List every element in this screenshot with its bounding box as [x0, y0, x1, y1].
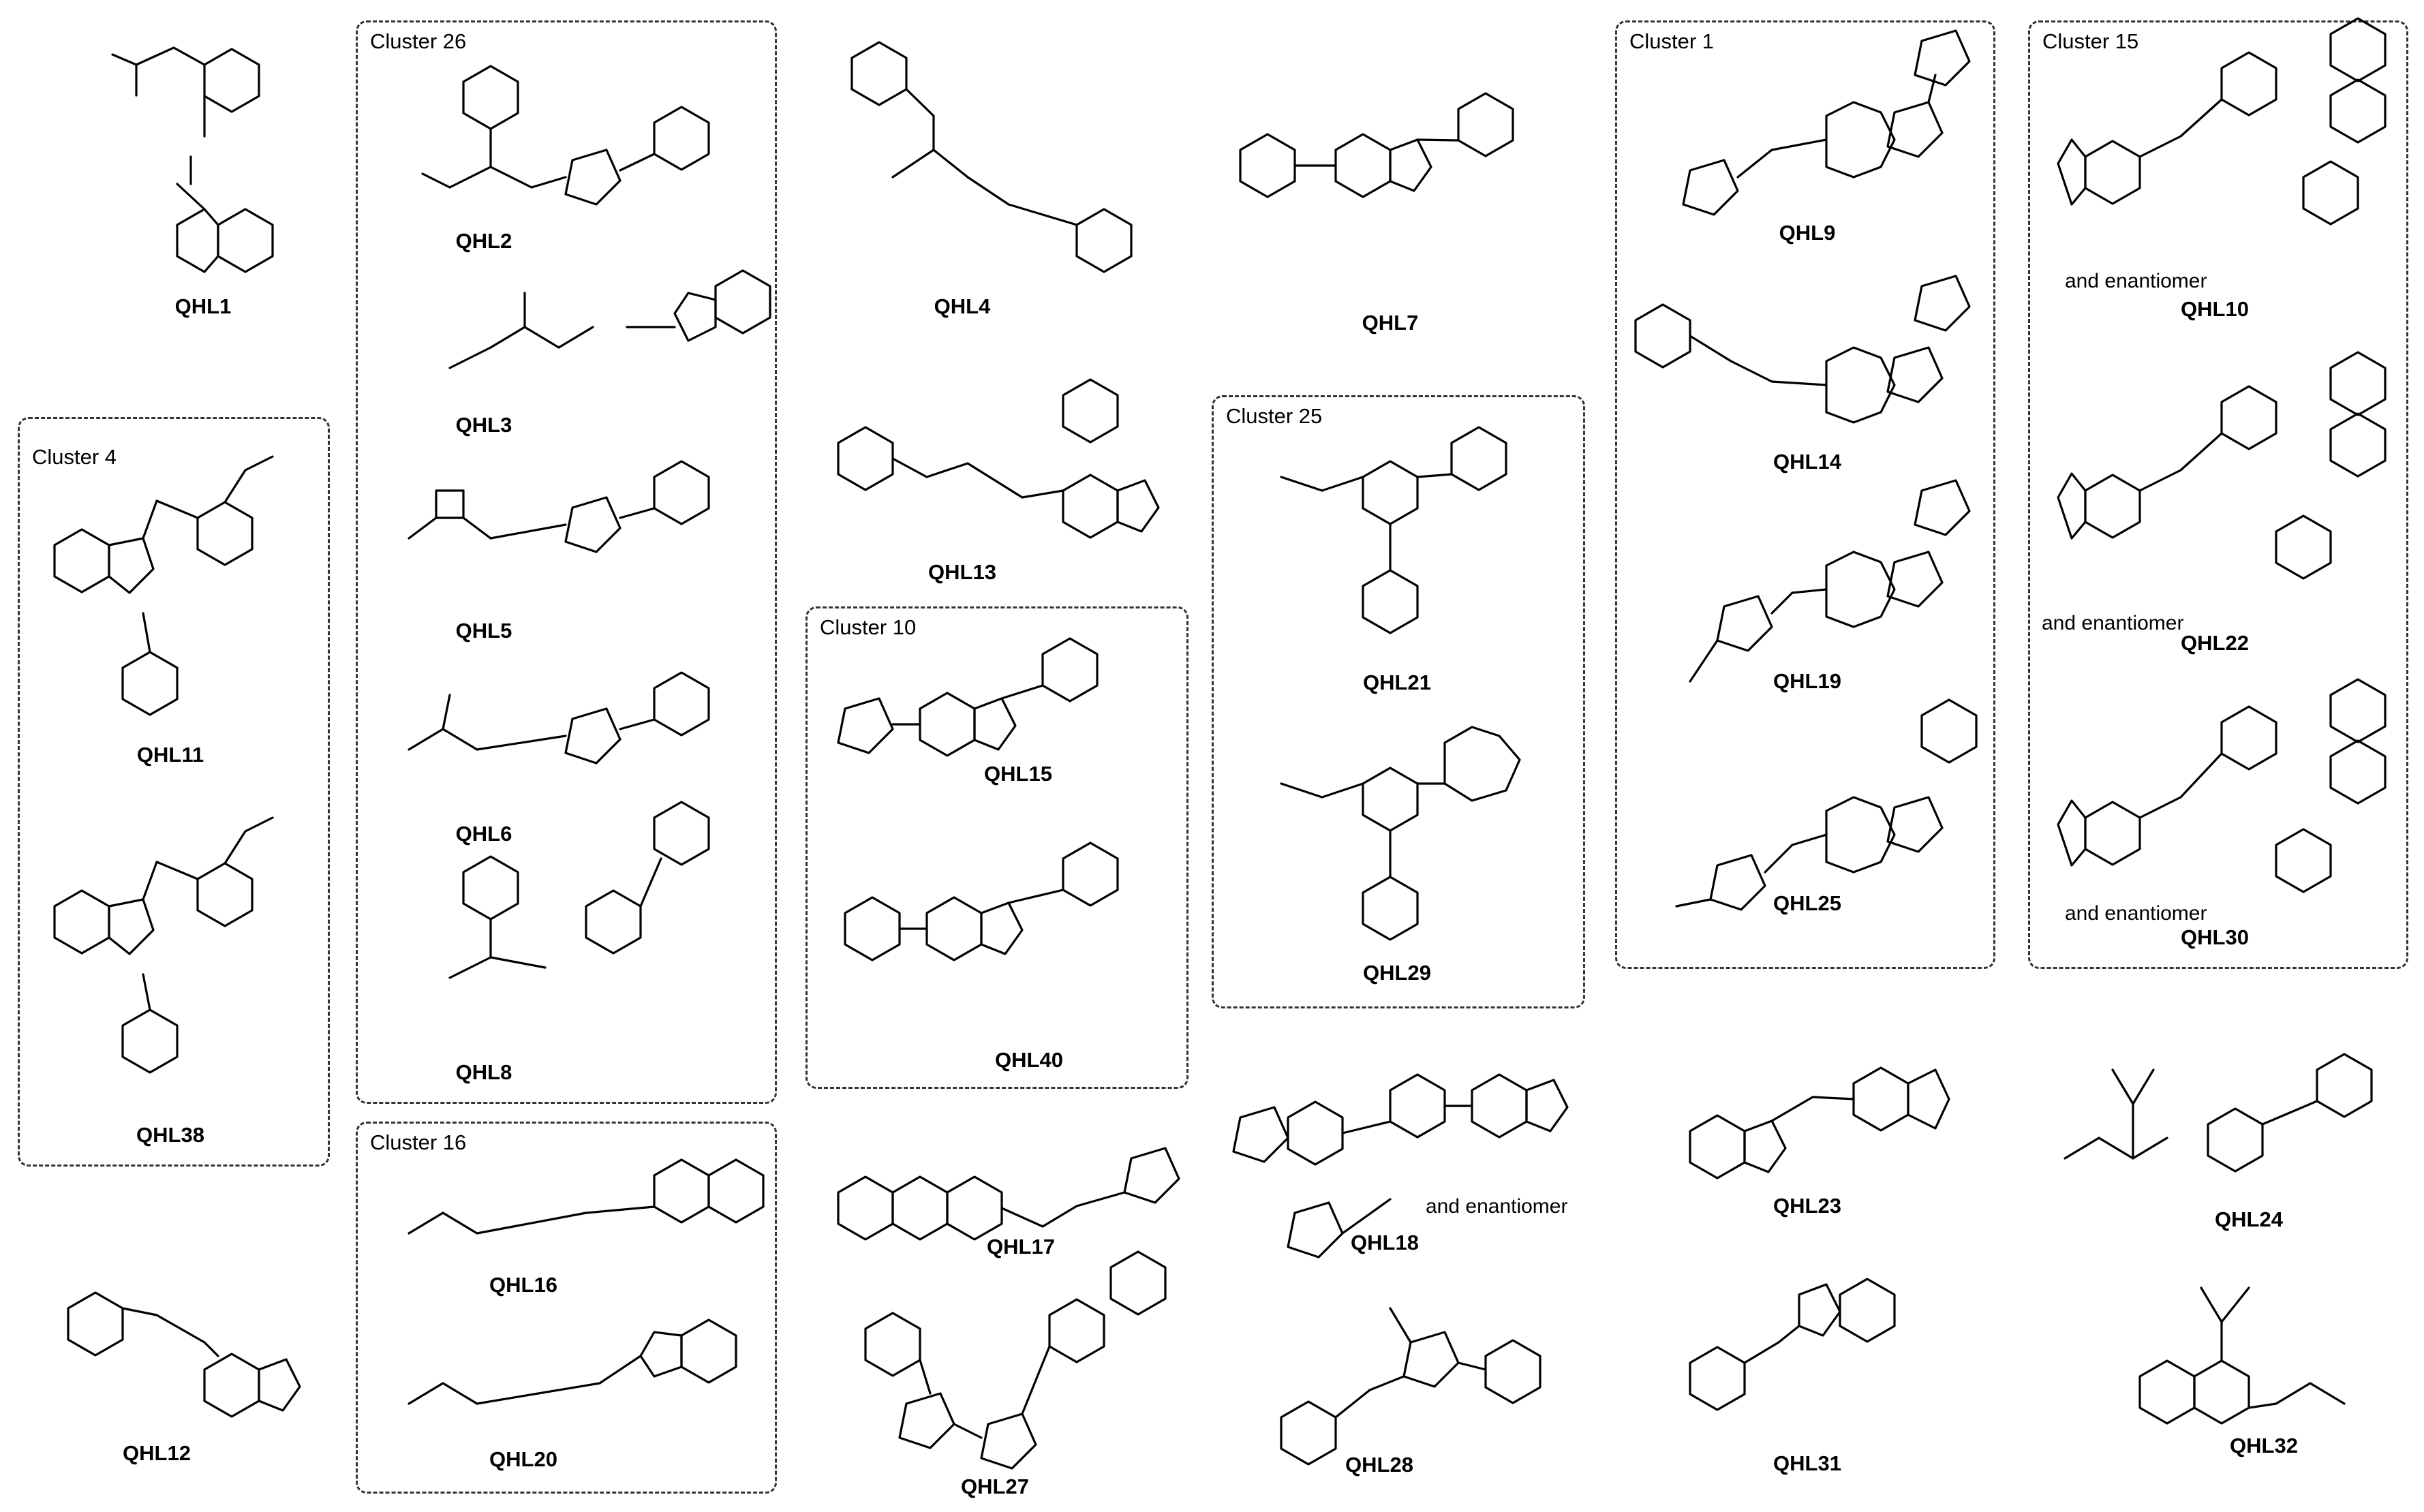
label-qhl12: QHL12	[123, 1441, 191, 1465]
cluster-10-title: Cluster 10	[820, 615, 917, 639]
label-qhl18: QHL18	[1351, 1231, 1419, 1254]
cluster-10-box: Cluster 10	[806, 606, 1188, 1089]
label-qhl24: QHL24	[2215, 1207, 2283, 1231]
qhl11-structure	[53, 455, 274, 716]
qhl14-structure	[1634, 275, 1971, 424]
qhl23-structure	[1689, 1066, 1950, 1179]
label-qhl29: QHL29	[1363, 961, 1431, 985]
label-qhl20: QHL20	[489, 1447, 557, 1471]
qhl29-structure	[1280, 726, 1521, 941]
cluster-4-title: Cluster 4	[32, 445, 117, 469]
note-enantiomer-qhl22: and enantiomer	[2042, 612, 2184, 634]
label-qhl17: QHL17	[987, 1235, 1055, 1259]
cluster-25-title: Cluster 25	[1226, 404, 1323, 428]
cluster-15-box: Cluster 15	[2028, 20, 2408, 969]
label-qhl23: QHL23	[1773, 1194, 1841, 1218]
cluster-25-box: Cluster 25	[1212, 395, 1585, 1008]
cluster-1-title: Cluster 1	[1629, 29, 1715, 53]
label-qhl32: QHL32	[2230, 1434, 2298, 1457]
label-qhl27: QHL27	[961, 1475, 1029, 1498]
qhl24-structure	[2064, 1053, 2373, 1173]
cluster-16-title: Cluster 16	[370, 1130, 467, 1154]
label-qhl11: QHL11	[136, 743, 204, 767]
label-qhl13: QHL13	[928, 560, 996, 584]
qhl4-structure	[850, 41, 1133, 273]
qhl20-structure	[408, 1318, 737, 1405]
cluster-16-box: Cluster 16	[356, 1122, 777, 1494]
cluster-4-box: Cluster 4	[18, 417, 330, 1167]
label-qhl7: QHL7	[1362, 311, 1419, 335]
qhl40-structure	[844, 842, 1119, 961]
note-enantiomer-qhl30: and enantiomer	[2065, 902, 2207, 925]
qhl18-structure	[1232, 1073, 1569, 1259]
qhl9-structure	[1682, 29, 1971, 216]
cluster-26-box: Cluster 26	[356, 20, 777, 1104]
qhl16-structure	[408, 1158, 765, 1235]
qhl6-structure	[408, 671, 710, 765]
qhl38-structure	[53, 816, 274, 1074]
label-qhl4: QHL4	[934, 294, 991, 318]
qhl32-structure	[2138, 1286, 2346, 1425]
label-qhl40: QHL40	[995, 1048, 1063, 1072]
label-qhl1: QHL1	[174, 294, 232, 318]
label-qhl25: QHL25	[1773, 891, 1841, 915]
qhl27-structure	[864, 1298, 1105, 1470]
qhl15-structure	[837, 637, 1099, 757]
label-qhl28: QHL28	[1345, 1453, 1413, 1477]
qhl7-structure	[1239, 92, 1514, 198]
label-qhl19: QHL19	[1773, 669, 1841, 693]
qhl13-structure	[837, 378, 1160, 539]
label-qhl30: QHL30	[2181, 925, 2249, 949]
cluster-15-title: Cluster 15	[2042, 29, 2139, 53]
label-qhl5: QHL5	[455, 619, 512, 643]
label-qhl15: QHL15	[984, 762, 1052, 786]
note-enantiomer-qhl10: and enantiomer	[2065, 270, 2207, 292]
qhl3-structure	[448, 269, 771, 369]
label-qhl14: QHL14	[1773, 450, 1841, 474]
qhl17-structure	[837, 1147, 1180, 1316]
cluster-26-title: Cluster 26	[370, 29, 467, 53]
qhl8-structure	[448, 801, 710, 979]
qhl31-structure	[1689, 1278, 1896, 1411]
label-qhl2: QHL2	[455, 229, 512, 253]
qhl21-structure	[1280, 426, 1507, 634]
qhl2-structure	[421, 65, 710, 206]
label-qhl21: QHL21	[1363, 670, 1431, 694]
qhl25-structure	[1675, 698, 1978, 911]
label-qhl3: QHL3	[455, 413, 512, 437]
label-qhl22: QHL22	[2181, 631, 2249, 655]
label-qhl10: QHL10	[2181, 297, 2249, 321]
qhl28-structure	[1280, 1307, 1541, 1466]
label-qhl31: QHL31	[1773, 1451, 1841, 1475]
qhl10-structure	[2057, 17, 2387, 226]
label-qhl8: QHL8	[455, 1060, 512, 1084]
label-qhl38: QHL38	[136, 1123, 204, 1147]
label-qhl9: QHL9	[1779, 221, 1836, 245]
qhl30-structure	[2057, 678, 2387, 893]
qhl1-structure	[111, 46, 274, 273]
qhl22-structure	[2057, 351, 2387, 580]
qhl5-structure	[408, 460, 710, 553]
qhl12-structure	[67, 1291, 301, 1418]
qhl19-structure	[1689, 479, 1971, 683]
label-qhl6: QHL6	[455, 822, 512, 846]
note-enantiomer-qhl18: and enantiomer	[1426, 1195, 1568, 1218]
cluster-1-box: Cluster 1	[1615, 20, 1995, 969]
label-qhl16: QHL16	[489, 1273, 557, 1297]
